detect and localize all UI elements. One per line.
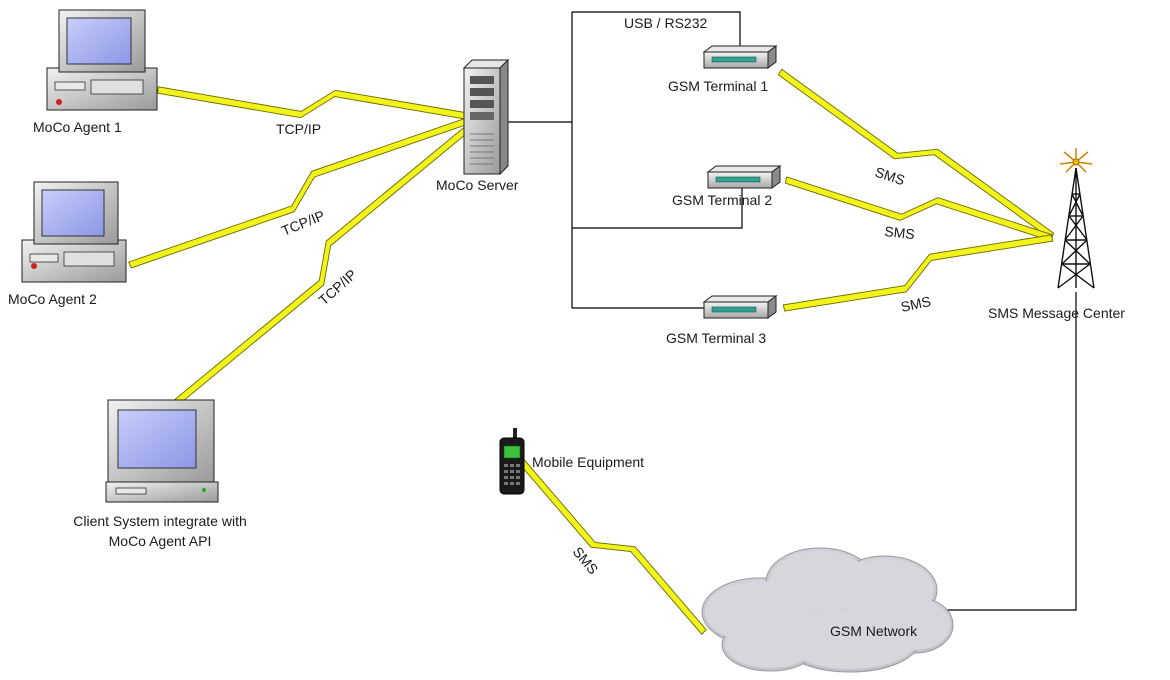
client-computer[interactable] xyxy=(105,399,219,503)
wireless-links xyxy=(128,68,1055,635)
agent2-label: MoCo Agent 2 xyxy=(8,291,97,307)
gsm-terminal-2[interactable] xyxy=(706,165,782,189)
sms-link-label-3: SMS xyxy=(899,293,932,315)
smsc-network-wire xyxy=(942,292,1077,611)
mobile-label: Mobile Equipment xyxy=(532,454,644,470)
gsm3-label: GSM Terminal 3 xyxy=(666,330,766,346)
modem-icon xyxy=(702,295,778,319)
desktop-computer-icon xyxy=(21,181,127,283)
usb-wire-gsm1 xyxy=(572,11,741,50)
smsc-label: SMS Message Center xyxy=(988,305,1125,321)
gsm-terminal-1[interactable] xyxy=(702,45,778,69)
gsm-terminal-3[interactable] xyxy=(702,295,778,319)
agent2-computer[interactable] xyxy=(21,181,127,283)
desktop-computer-icon xyxy=(105,399,219,503)
bolt-gsm2-smsc xyxy=(784,176,1054,242)
wire-gsm2 xyxy=(572,188,743,229)
modem-icon xyxy=(702,45,778,69)
usb-link-label: USB / RS232 xyxy=(624,15,707,31)
server-label: MoCo Server xyxy=(436,177,519,193)
modem-icon xyxy=(706,165,782,189)
mobile-equipment[interactable] xyxy=(499,428,525,495)
gsm2-label: GSM Terminal 2 xyxy=(672,192,772,208)
bolt-client-server xyxy=(169,117,481,409)
tcp-link-label-1: TCP/IP xyxy=(276,121,321,137)
agent1-computer[interactable] xyxy=(46,9,158,111)
gsm-network[interactable] xyxy=(701,547,954,673)
bolt-gsm1-smsc xyxy=(777,68,1055,240)
moco-server[interactable] xyxy=(462,58,510,176)
sms-link-label-4: SMS xyxy=(570,544,602,578)
tower-server-icon xyxy=(462,58,510,176)
sms-link-label-1: SMS xyxy=(873,164,907,189)
bolt-agent2-server xyxy=(128,114,478,269)
client-label-line2: MoCo Agent API xyxy=(109,533,212,549)
cloud-fill-inner xyxy=(705,551,950,669)
bolt-mobile-network xyxy=(519,459,707,635)
client-label-line1: Client System integrate with xyxy=(73,513,247,529)
bolt-gsm3-smsc xyxy=(782,234,1054,312)
wired-connections xyxy=(488,11,1077,611)
sms-message-center[interactable] xyxy=(1057,148,1095,289)
agent1-label: MoCo Agent 1 xyxy=(33,119,122,135)
bolt-agent1-server xyxy=(157,86,479,122)
network-label: GSM Network xyxy=(830,623,918,639)
mobile-phone-icon xyxy=(499,428,525,495)
radio-tower-icon xyxy=(1057,148,1095,289)
gsm1-label: GSM Terminal 1 xyxy=(668,78,768,94)
sms-link-label-2: SMS xyxy=(884,223,916,242)
desktop-computer-icon xyxy=(46,9,158,111)
